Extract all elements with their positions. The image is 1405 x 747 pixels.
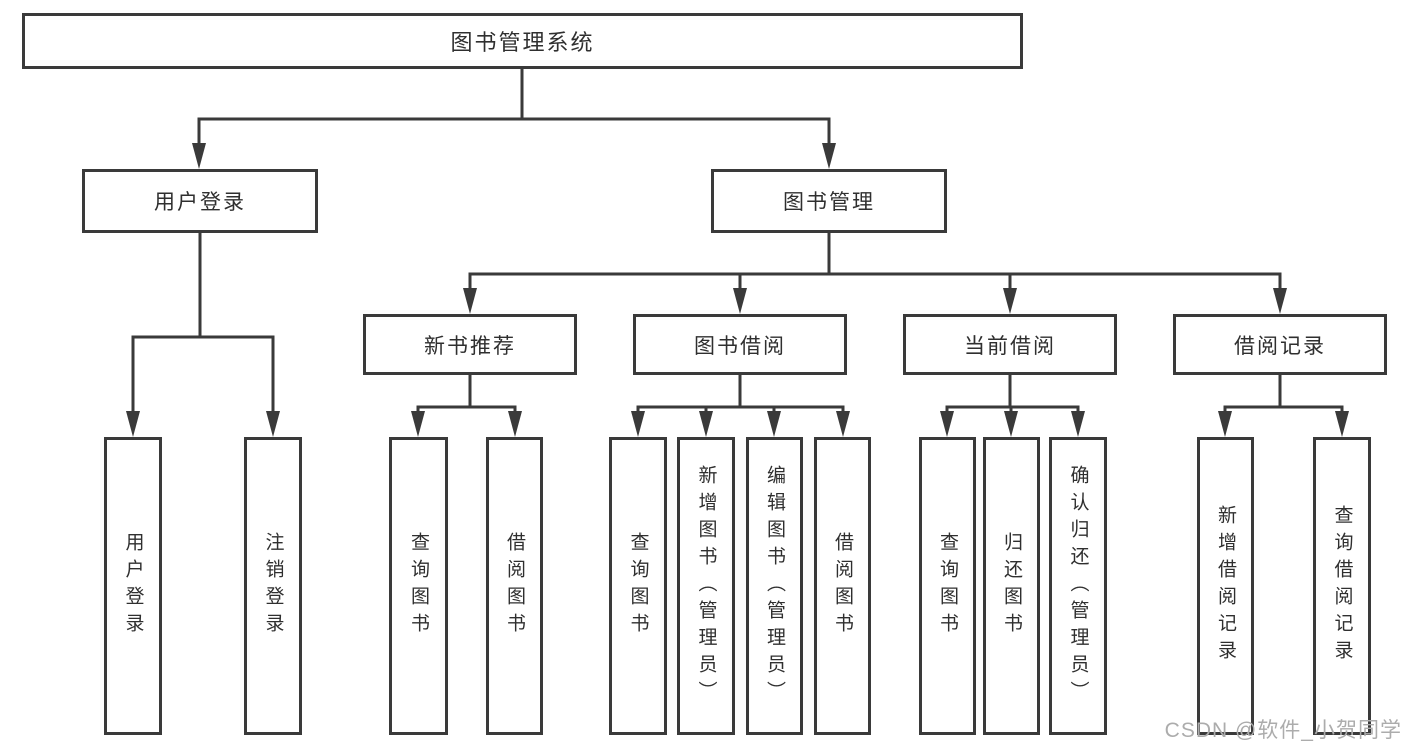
arrowhead-icon <box>411 411 425 437</box>
arrowhead-icon <box>508 411 522 437</box>
node-new-book-recommend-label: 新书推荐 <box>424 334 516 358</box>
arrowhead-icon <box>822 143 836 169</box>
leaf-query-books-recommend: 查询图书 <box>389 437 448 735</box>
arrowhead-icon <box>1004 411 1018 437</box>
connector-line <box>1223 405 1344 416</box>
leaf-query-borrow-record: 查询借阅记录 <box>1313 437 1371 735</box>
leaf-borrow-books-label: 借阅图书 <box>832 532 853 640</box>
node-root: 图书管理系统 <box>22 13 1023 69</box>
connector-line <box>131 335 275 416</box>
watermark: CSDN @软件_小贺同学 <box>1164 719 1402 742</box>
leaf-query-books-recommend-label: 查询图书 <box>408 532 429 640</box>
node-root-label: 图书管理系统 <box>450 30 595 55</box>
leaf-add-borrow-record-label: 新增借阅记录 <box>1215 505 1236 667</box>
leaf-add-book-admin: 新增图书（管理员） <box>677 437 735 735</box>
connector-line <box>636 405 845 416</box>
leaf-query-books-current: 查询图书 <box>919 437 976 735</box>
leaf-borrow-books-recommend: 借阅图书 <box>486 437 543 735</box>
leaf-confirm-return-admin-label: 确认归还（管理员） <box>1067 464 1089 708</box>
leaf-add-borrow-record: 新增借阅记录 <box>1197 437 1254 735</box>
leaf-return-book-label: 归还图书 <box>1001 532 1022 640</box>
leaf-borrow-books: 借阅图书 <box>814 437 871 735</box>
arrowhead-icon <box>699 411 713 437</box>
leaf-query-books-borrow: 查询图书 <box>609 437 667 735</box>
arrowhead-icon <box>266 411 280 437</box>
node-current-borrowing-label: 当前借阅 <box>964 334 1056 358</box>
arrowhead-icon <box>1218 411 1232 437</box>
connector-line <box>468 272 1282 292</box>
node-book-borrowing: 图书借阅 <box>633 314 847 375</box>
arrowhead-icon <box>940 411 954 437</box>
leaf-query-books-borrow-label: 查询图书 <box>627 532 649 640</box>
node-borrow-records-label: 借阅记录 <box>1234 334 1326 358</box>
leaf-borrow-books-recommend-label: 借阅图书 <box>504 532 525 640</box>
node-user-login: 用户登录 <box>82 169 318 233</box>
node-book-management: 图书管理 <box>711 169 947 233</box>
connector-line <box>197 117 831 150</box>
node-borrow-records: 借阅记录 <box>1173 314 1387 375</box>
leaf-confirm-return-admin: 确认归还（管理员） <box>1049 437 1107 735</box>
leaf-edit-book-admin-label: 编辑图书（管理员） <box>764 464 785 708</box>
node-book-borrowing-label: 图书借阅 <box>694 334 786 358</box>
leaf-add-book-admin-label: 新增图书（管理员） <box>695 464 717 708</box>
leaf-user-login-label: 用户登录 <box>122 532 144 640</box>
arrowhead-icon <box>631 411 645 437</box>
arrowhead-icon <box>767 411 781 437</box>
leaf-logout-label: 注销登录 <box>262 532 284 640</box>
arrowhead-icon <box>1071 411 1085 437</box>
arrowhead-icon <box>836 411 850 437</box>
leaf-logout: 注销登录 <box>244 437 302 735</box>
node-current-borrowing: 当前借阅 <box>903 314 1117 375</box>
leaf-edit-book-admin: 编辑图书（管理员） <box>746 437 803 735</box>
connector-line <box>416 405 517 416</box>
arrowhead-icon <box>463 288 477 314</box>
node-book-management-label: 图书管理 <box>783 191 875 214</box>
arrowhead-icon <box>1273 288 1287 314</box>
node-user-login-label: 用户登录 <box>154 191 246 214</box>
leaf-return-book: 归还图书 <box>983 437 1040 735</box>
arrowhead-icon <box>733 288 747 314</box>
arrowhead-icon <box>1003 288 1017 314</box>
node-new-book-recommend: 新书推荐 <box>363 314 577 375</box>
leaf-query-borrow-record-label: 查询借阅记录 <box>1331 505 1353 667</box>
leaf-query-books-current-label: 查询图书 <box>937 532 958 640</box>
arrowhead-group <box>126 143 1349 437</box>
leaf-user-login: 用户登录 <box>104 437 162 735</box>
arrowhead-icon <box>1335 411 1349 437</box>
arrowhead-icon <box>126 411 140 437</box>
arrowhead-icon <box>192 143 206 169</box>
